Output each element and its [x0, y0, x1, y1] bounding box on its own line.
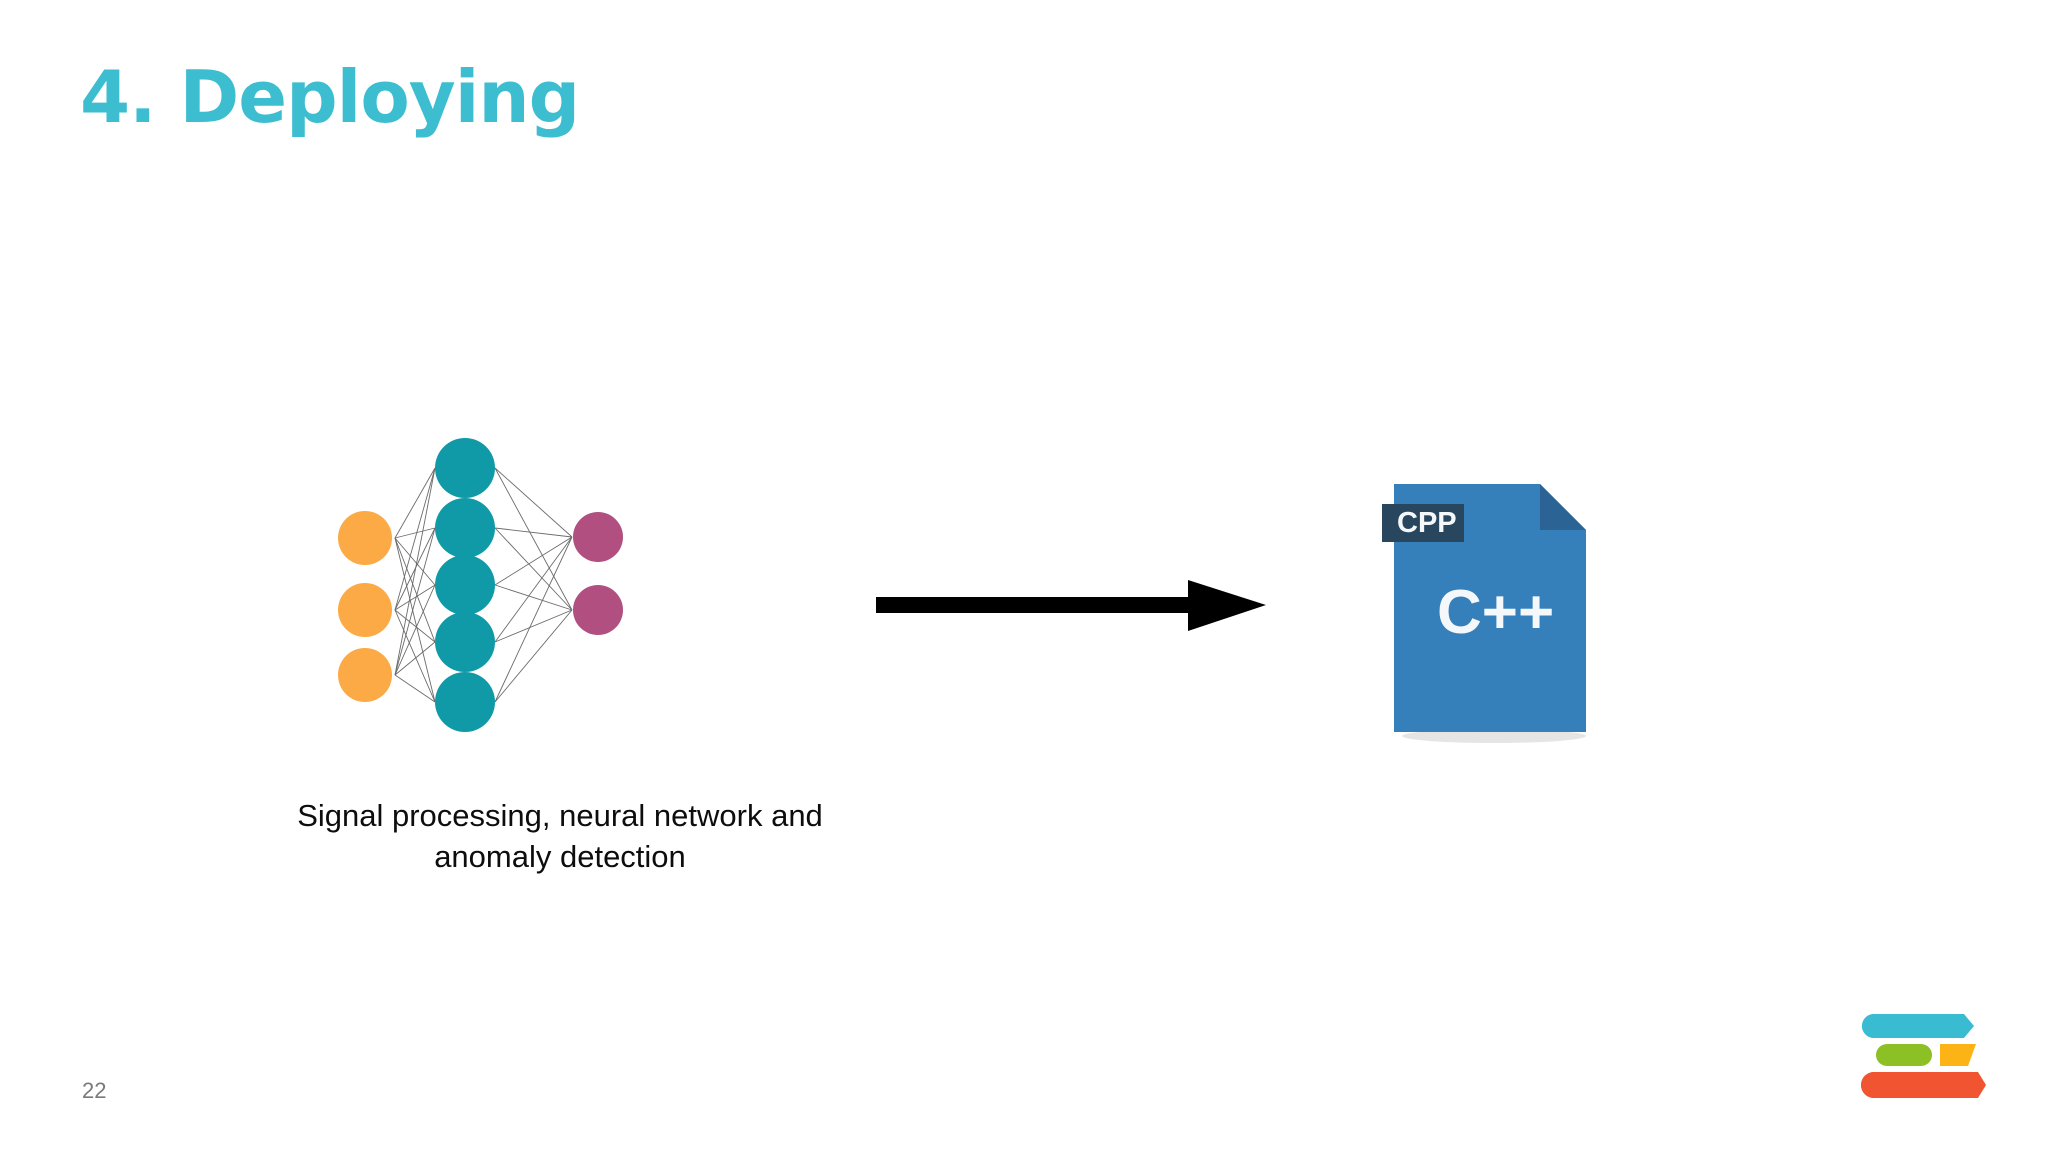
- arrow-shaft: [876, 597, 1194, 613]
- nn-node-hidden-4: [435, 612, 495, 672]
- logo-yellow-bar: [1940, 1044, 1976, 1066]
- logo-green-bar: [1876, 1044, 1932, 1066]
- logo-cyan-cap: [1862, 1014, 1886, 1038]
- nn-node-input-2: [338, 583, 392, 637]
- nn-hidden-nodes: [435, 438, 495, 732]
- nn-node-hidden-5: [435, 672, 495, 732]
- nn-edges-input-hidden: [394, 467, 436, 703]
- nn-node-hidden-2: [435, 498, 495, 558]
- neural-network-figure: Signal processing, neural network and an…: [250, 420, 870, 920]
- nn-node-input-1: [338, 511, 392, 565]
- brand-logo: [1861, 1014, 1986, 1098]
- figure-caption-line-2: anomaly detection: [434, 838, 686, 874]
- cpp-tag-background: [1382, 504, 1464, 542]
- cpp-body-label: C++: [1437, 578, 1554, 647]
- cpp-page-body: [1394, 484, 1586, 732]
- nn-edges-hidden-output: [494, 467, 573, 703]
- cpp-page-fold: [1540, 484, 1586, 530]
- figure-caption: Signal processing, neural network and an…: [250, 796, 870, 878]
- cpp-tag-label: CPP: [1397, 507, 1457, 539]
- cpp-file-icon: CPP C++: [1382, 484, 1586, 743]
- nn-node-input-3: [338, 648, 392, 702]
- nn-node-hidden-3: [435, 555, 495, 615]
- logo-red-bar: [1861, 1072, 1986, 1098]
- page-number: 22: [82, 1078, 107, 1103]
- page-title: 4. Deploying: [80, 55, 580, 139]
- nn-output-nodes: [573, 512, 623, 635]
- nn-input-nodes: [338, 511, 392, 702]
- neural-network-diagram: [338, 438, 623, 732]
- nn-node-output-1: [573, 512, 623, 562]
- logo-red-cap: [1861, 1072, 1887, 1098]
- right-arrow-icon: [876, 580, 1266, 631]
- nn-node-hidden-1: [435, 438, 495, 498]
- cpp-icon-shadow: [1402, 729, 1586, 743]
- logo-cyan-bar: [1862, 1014, 1974, 1038]
- arrow-head: [1188, 580, 1266, 631]
- nn-node-output-2: [573, 585, 623, 635]
- figure-caption-line-1: Signal processing, neural network and: [297, 798, 823, 833]
